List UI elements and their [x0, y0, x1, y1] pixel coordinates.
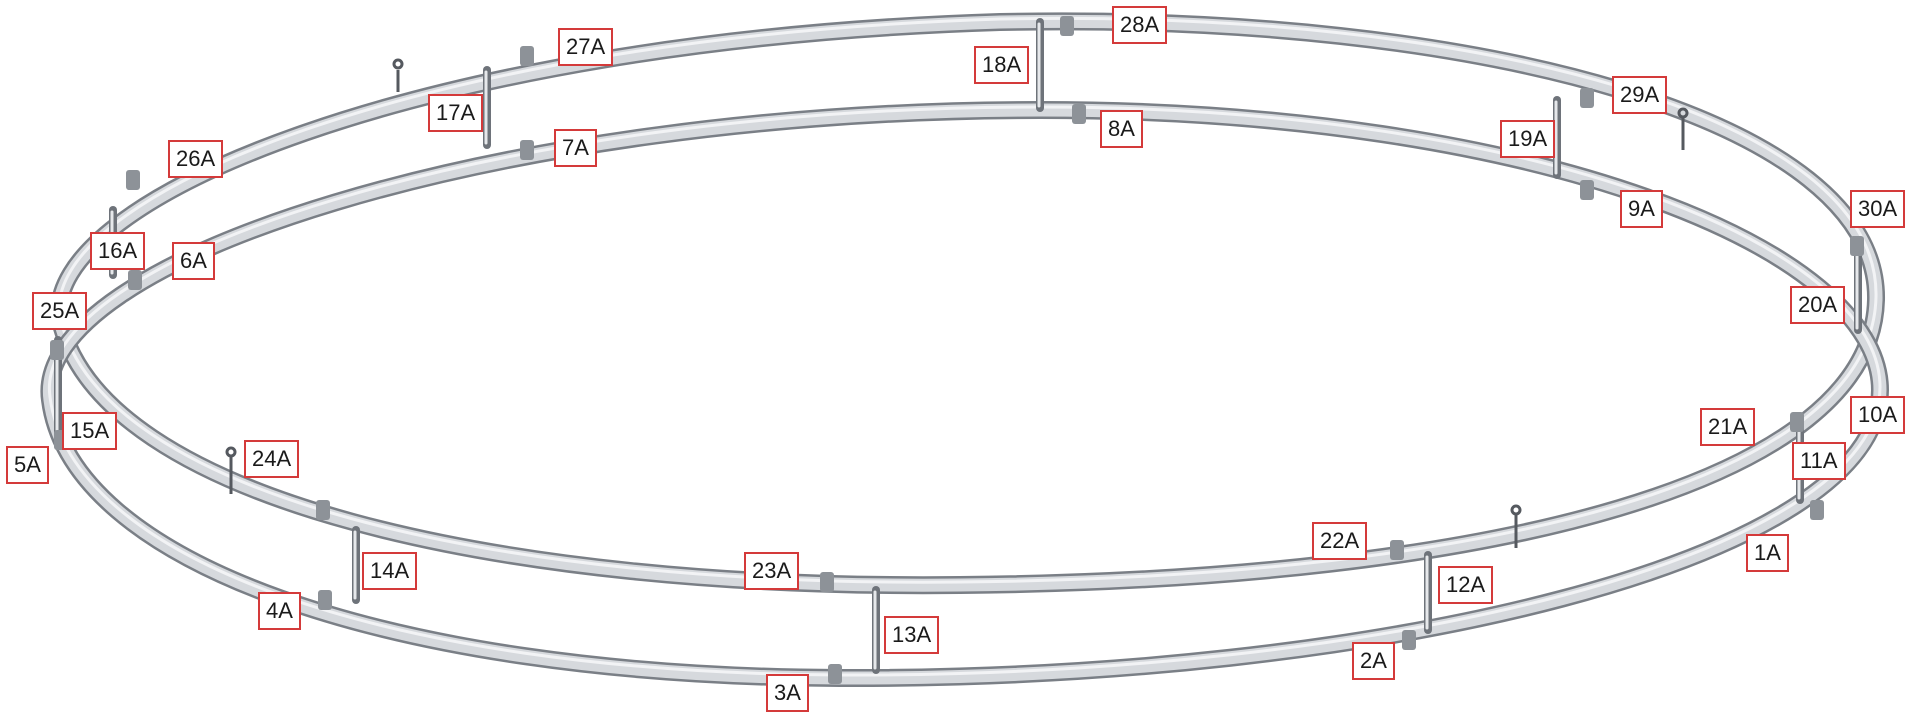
label-10A: 10A — [1850, 396, 1906, 434]
label-21A: 21A — [1700, 408, 1756, 446]
label-12A: 12A — [1438, 566, 1494, 604]
label-4A: 4A — [258, 592, 301, 630]
label-13A: 13A — [884, 616, 940, 654]
label-15A: 15A — [62, 412, 118, 450]
label-1A: 1A — [1746, 534, 1789, 572]
label-8A: 8A — [1100, 110, 1143, 148]
label-30A: 30A — [1850, 190, 1906, 228]
label-23A: 23A — [744, 552, 800, 590]
label-20A: 20A — [1790, 286, 1846, 324]
label-26A: 26A — [168, 140, 224, 178]
label-6A: 6A — [172, 242, 215, 280]
label-2A: 2A — [1352, 642, 1395, 680]
label-11A: 11A — [1792, 442, 1846, 480]
label-22A: 22A — [1312, 522, 1368, 560]
label-25A: 25A — [32, 292, 88, 330]
label-27A: 27A — [558, 28, 614, 66]
label-17A: 17A — [428, 94, 484, 132]
label-9A: 9A — [1620, 190, 1663, 228]
label-24A: 24A — [244, 440, 300, 478]
label-14A: 14A — [362, 552, 418, 590]
label-5A: 5A — [6, 446, 49, 484]
label-3A: 3A — [766, 674, 809, 712]
label-28A: 28A — [1112, 6, 1168, 44]
strut-highlights — [55, 22, 1859, 670]
label-7A: 7A — [554, 129, 597, 167]
joint-sleeves — [50, 16, 1864, 684]
label-18A: 18A — [974, 46, 1030, 84]
label-19A: 19A — [1500, 120, 1556, 158]
upper-ring — [50, 12, 1886, 595]
label-16A: 16A — [90, 232, 146, 270]
frame-hooks — [225, 58, 1689, 548]
lower-ring — [40, 100, 1890, 688]
label-29A: 29A — [1612, 76, 1668, 114]
